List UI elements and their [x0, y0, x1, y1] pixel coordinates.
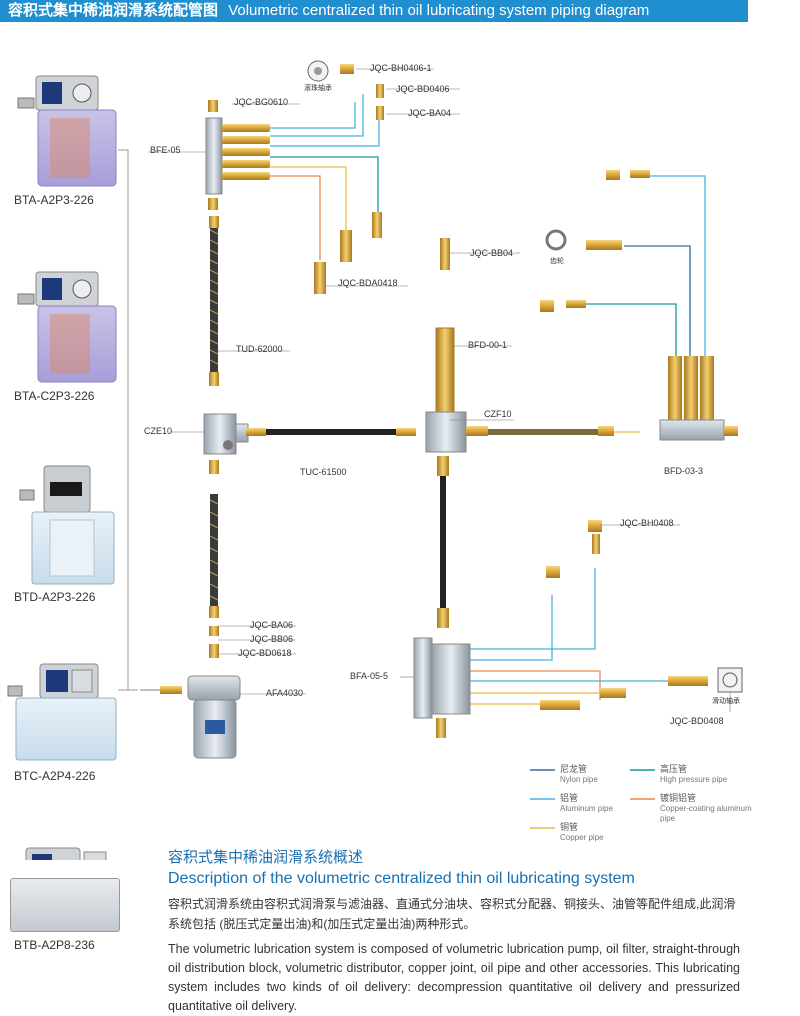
label-jqc-bb06: JQC-BB06	[250, 634, 294, 644]
label-gear: 齿轮	[550, 258, 564, 265]
label-bfd03: BFD-03-3	[664, 466, 704, 476]
label-jqc-ba04: JQC-BA04	[408, 108, 452, 118]
tud-hose-bottom	[209, 460, 219, 658]
bfa-fittings	[540, 520, 743, 710]
label-jqc-bd0618: JQC-BD0618	[238, 648, 292, 658]
piping-diagram	[7, 60, 743, 860]
label-jqc-bda0418: JQC-BDA0418	[338, 278, 398, 288]
product-label-3: BTD-A2P3-226	[14, 590, 96, 604]
legend-high-pressure: 高压管 High pressure pipe	[660, 764, 728, 784]
label-jqc-bb04: JQC-BB04	[470, 248, 514, 258]
title-banner: 容积式集中稀油润滑系统配管图 Volumetric centralized th…	[0, 0, 748, 22]
legend-nylon: 尼龙管 Nylon pipe	[560, 764, 598, 784]
label-jqc-bd0408: JQC-BD0408	[670, 716, 724, 726]
title-en: Volumetric centralized thin oil lubricat…	[228, 2, 650, 19]
description-body-en: The volumetric lubrication system is com…	[168, 942, 740, 1013]
bfd00-czf10	[425, 327, 614, 453]
label-bfe05: BFE-05	[150, 145, 181, 155]
label-cze10: CZE10	[144, 426, 173, 436]
title-cn: 容积式集中稀油润滑系统配管图	[8, 2, 219, 19]
label-bfd00: BFD-00-1	[468, 340, 508, 350]
label-jqc-bg0610: JQC-BG0610	[234, 97, 289, 107]
product-label-4: BTC-A2P4-226	[14, 769, 96, 783]
legend-aluminum: 铝管 Aluminum pipe	[560, 793, 613, 813]
leader-lines	[148, 68, 731, 712]
pipe-lines	[140, 94, 706, 705]
tuc-hose	[246, 428, 416, 436]
bfd03-block	[659, 356, 738, 441]
label-jqc-bh0408: JQC-BH0408	[620, 518, 674, 528]
pump-btc-a2p4	[7, 663, 117, 761]
label-czf10: CZF10	[484, 409, 512, 419]
label-tud62000: TUD-62000	[236, 344, 283, 354]
label-jqc-ba06: JQC-BA06	[250, 620, 294, 630]
label-afa4030: AFA4030	[266, 688, 304, 698]
label-ball-bearing: 滚珠轴承	[304, 85, 332, 92]
label-tuc61500: TUC-61500	[300, 467, 347, 477]
label-slide-bearing: 滑动轴承	[712, 698, 740, 705]
btb-tank	[10, 878, 120, 932]
product-bracket	[118, 149, 138, 691]
pump-btb-a2p8	[25, 847, 107, 860]
product-label-1: BTA-A2P3-226	[14, 193, 94, 207]
product-label-5: BTB-A2P8-236	[14, 938, 95, 952]
top-fittings	[307, 60, 384, 294]
bfa05-block	[413, 637, 471, 738]
legend-swatches	[530, 769, 655, 829]
label-bfa05: BFA-05-5	[350, 671, 389, 681]
bfe05-block	[205, 100, 270, 210]
description-title-cn: 容积式集中稀油润滑系统概述	[168, 849, 364, 866]
tud-hose-top	[209, 216, 219, 386]
label-jqc-bd0406: JQC-BD0406	[396, 84, 450, 94]
bfa-feed-hose	[437, 456, 449, 628]
legend-copper: 铜管 Copper pipe	[560, 822, 604, 842]
product-label-2: BTA-C2P3-226	[14, 389, 95, 403]
pump-bta-c2p3	[17, 271, 117, 383]
description-title-en: Description of the volumetric centralize…	[168, 870, 635, 887]
description-body-cn: 容积式润滑系统由容积式润滑泵与滤油器、直通式分油块、容积式分配器、铜接头、油管等…	[168, 897, 736, 931]
label-jqc-bh0406: JQC-BH0406-1	[370, 63, 432, 73]
legend-copper-aluminum: 镀铜铝管 Copper-coating aluminum pipe	[660, 793, 752, 823]
right-fittings	[440, 170, 650, 312]
afa4030-filter	[160, 675, 241, 759]
pump-btd-a2p3	[19, 465, 115, 585]
cze10-tee	[203, 413, 249, 455]
pump-bta-a2p3	[17, 75, 117, 187]
